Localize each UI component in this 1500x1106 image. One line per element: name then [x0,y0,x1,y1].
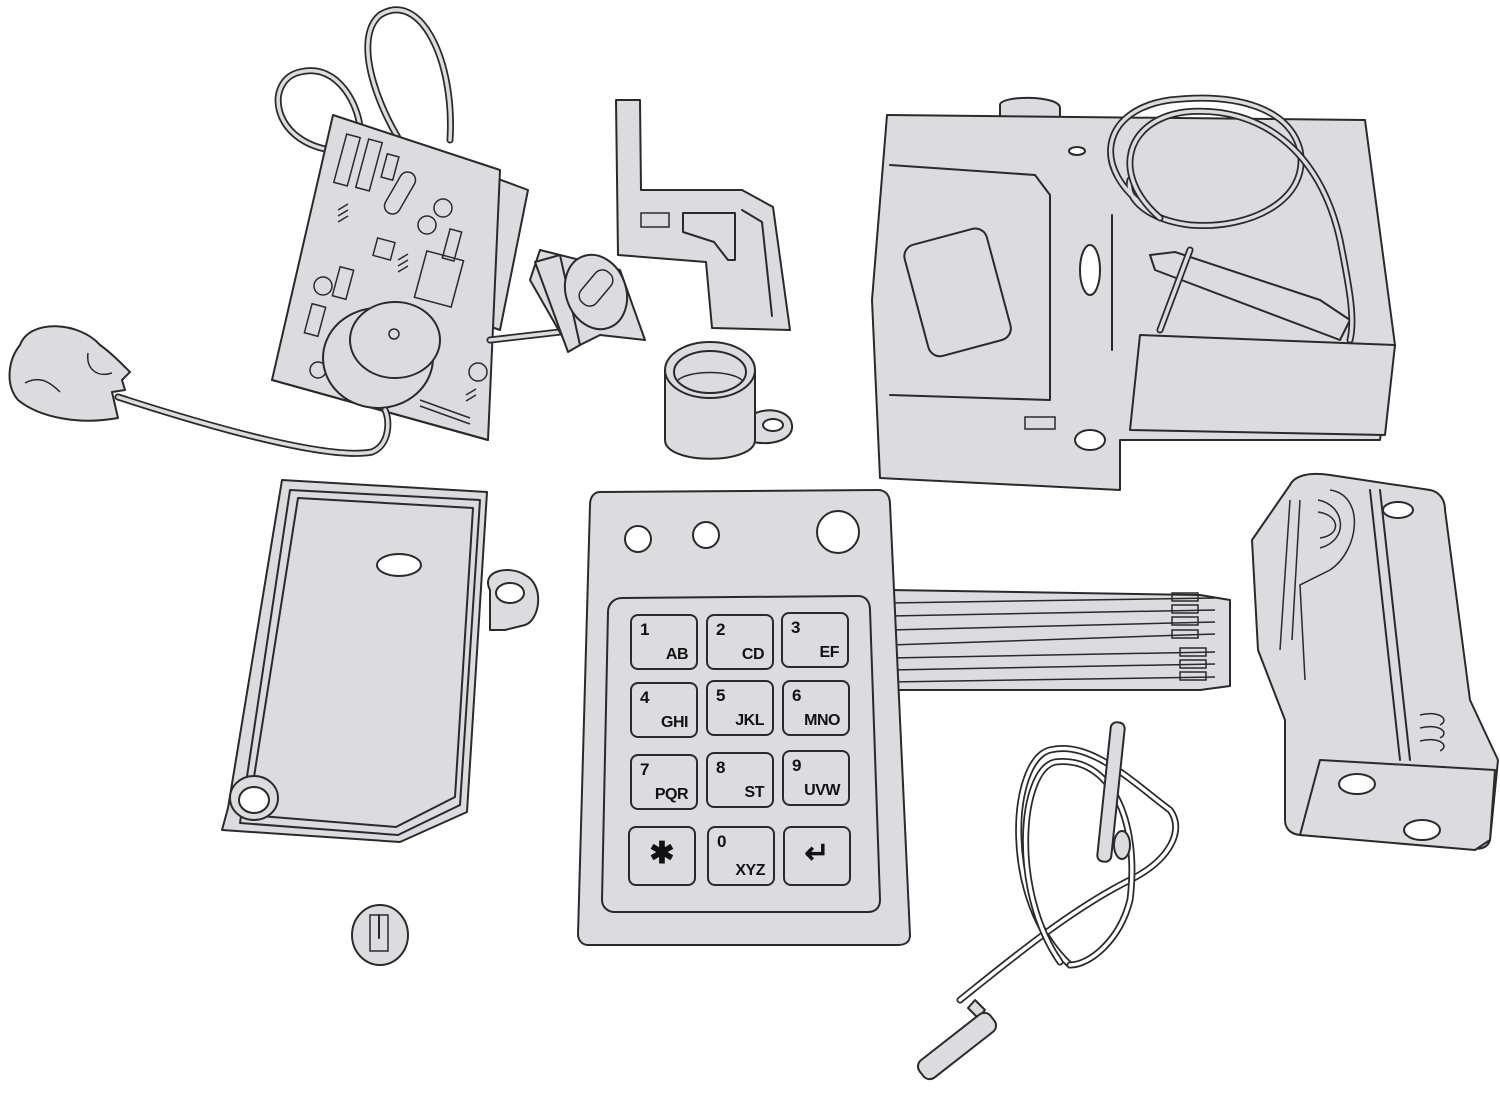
key-5[interactable]: 5 JKL [706,680,774,736]
key-number: 3 [791,618,801,637]
connector-cable [916,721,1180,1081]
key-letters: CD [741,646,765,663]
key-6[interactable]: 6 MNO [782,680,850,736]
cup-bushing [664,341,794,460]
key-7[interactable]: 7 PQR [630,754,698,810]
key-number: 0 [717,832,727,851]
key-number: 9 [792,756,802,775]
key-number: 1 [640,620,650,639]
enter-arrow-icon: ↵ [804,837,830,870]
key-number: 2 [716,620,726,639]
key-number: 4 [640,688,650,707]
key-number: 8 [716,758,726,777]
key-letters: ST [744,784,765,801]
key-0[interactable]: 0 XYZ [707,826,775,886]
asterisk-icon: ✱ [649,837,675,870]
ribbon-cable [889,589,1231,691]
key-1[interactable]: 1 AB [630,614,698,670]
back-cover [221,479,540,843]
key-9[interactable]: 9 UVW [782,750,850,806]
key-number: 5 [716,686,726,705]
battery-holder [1251,472,1499,851]
key-4[interactable]: 4 GHI [630,682,698,738]
latch-bracket [615,99,791,331]
lock-housing [871,94,1396,491]
key-letters: EF [819,644,840,661]
key-number: 6 [792,686,802,705]
key-letters: AB [665,646,689,663]
key-letters: UVW [804,782,840,799]
key-letters: MNO [804,712,840,729]
key-letters: PQR [654,786,689,803]
key-3[interactable]: 3 EF [781,612,849,668]
key-enter[interactable]: ↵ [783,826,851,886]
key-8[interactable]: 8 ST [706,752,774,808]
screw-cap [351,904,409,966]
microphone-sensor [8,325,392,457]
key-letters: GHI [661,714,688,731]
swivel-mount [529,249,646,353]
key-letters: XYZ [735,862,765,879]
key-star[interactable]: ✱ [628,826,696,886]
circuit-board [271,6,564,441]
key-2[interactable]: 2 CD [706,614,774,670]
key-letters: JKL [735,712,764,729]
key-number: 7 [640,760,650,779]
